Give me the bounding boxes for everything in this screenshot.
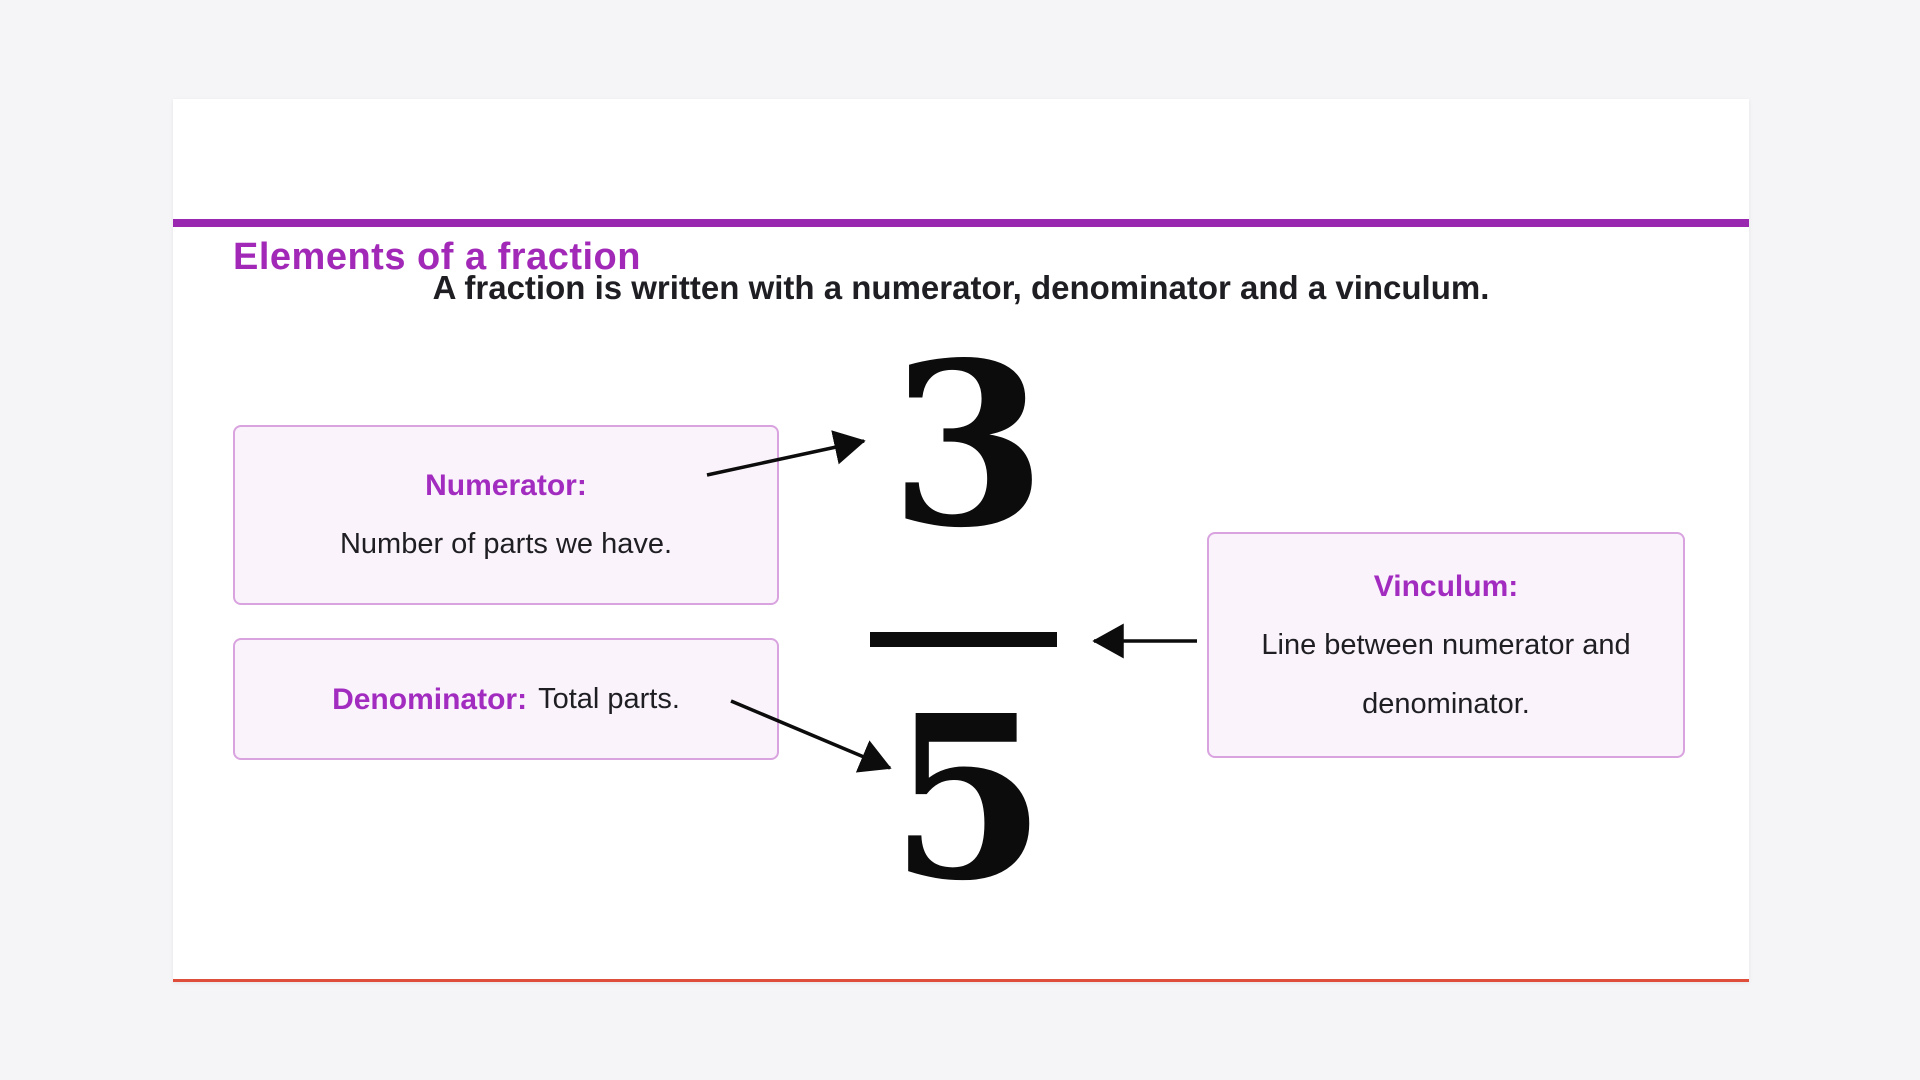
numerator-description: Number of parts we have. bbox=[339, 528, 673, 560]
lesson-card: Elements of a fraction A fraction is wri… bbox=[173, 99, 1749, 982]
denominator-callout: Denominator: Total parts. bbox=[233, 638, 779, 760]
fraction-vinculum-bar bbox=[870, 632, 1057, 647]
vinculum-callout: Vinculum: Line between numerator and den… bbox=[1207, 532, 1685, 758]
vinculum-label: Vinculum: bbox=[1373, 569, 1519, 603]
denominator-description: Total parts. bbox=[538, 682, 680, 715]
numerator-label: Numerator: bbox=[425, 469, 587, 502]
numerator-callout: Numerator: Number of parts we have. bbox=[233, 425, 779, 605]
page-title: Elements of a fraction bbox=[233, 236, 641, 278]
fraction-numerator-digit: 3 bbox=[889, 313, 1047, 578]
fraction-denominator-digit: 5 bbox=[889, 666, 1047, 931]
denominator-label: Denominator: bbox=[332, 682, 528, 716]
lesson-subtitle: A fraction is written with a numerator, … bbox=[432, 269, 1490, 306]
vinculum-description: Line between numerator and denominator. bbox=[1261, 628, 1631, 720]
header-divider bbox=[173, 219, 1749, 227]
